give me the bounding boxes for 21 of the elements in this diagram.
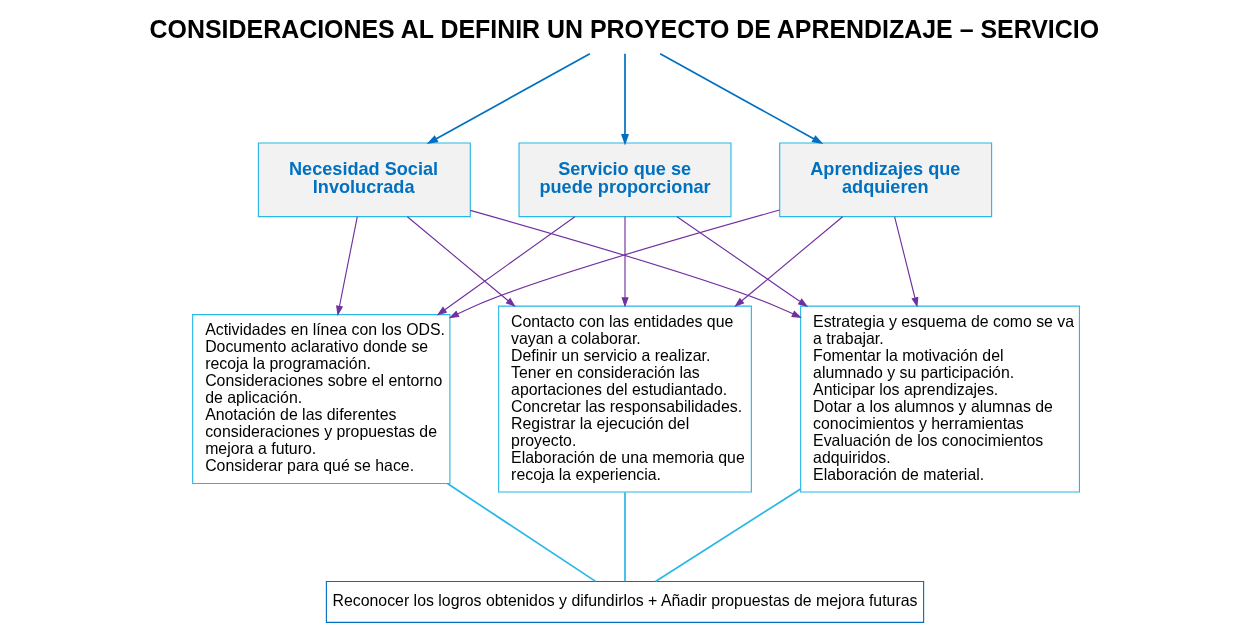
arrow (406, 216, 516, 307)
node-box: Reconocer los logros obtenidos y difundirlos + Añadir propuestas de mejora futuras (325, 581, 925, 623)
node-box: Contacto con las entidades que vayan a colaborar. Definir un servicio a realizar. Tener en consideración las aportaciones del estudiantado. Concretar las responsabilidades. Registrar la ejecución del proyecto. Elaboración de una memoria que recoja la experiencia. (498, 305, 752, 493)
connector (624, 491, 626, 582)
node-box: Actividades en línea con los ODS. Documento aclarativo donde se recoja la programación. Consideraciones sobre el entorno de aplicación. Anotación de las diferentes consideraciones y propuestas de mejora a futuro. Considerar para qué se hace. (192, 314, 451, 485)
arrow (336, 216, 358, 316)
arrow (659, 52, 824, 145)
node-box: Estrategia y esquema de como se va a trabajar. Fomentar la motivación del alumnado y su participación. Anticipar los aprendizajes. Dotar a los alumnos y alumnas de conocimientos y herramientas Evaluación de los conocimientos adquiridos. Elaboración de material. (800, 305, 1080, 493)
arrow (734, 216, 844, 307)
connector (446, 482, 597, 583)
connector (654, 488, 802, 583)
arrow (676, 216, 809, 308)
node-text: CONSIDERACIONES AL DEFINIR UN PROYECTO DE APRENDIZAJE – SERVICIO (149, 15, 1100, 44)
arrow (894, 216, 919, 308)
arrow (436, 216, 576, 316)
arrow (621, 52, 629, 146)
arrow (621, 216, 629, 308)
node-box: Servicio que se puede proporcionar (518, 142, 732, 218)
node-box: Aprendizajes que adquieren (779, 142, 993, 218)
node-box: Necesidad Social Involucrada (257, 142, 471, 218)
arrow (426, 52, 591, 145)
